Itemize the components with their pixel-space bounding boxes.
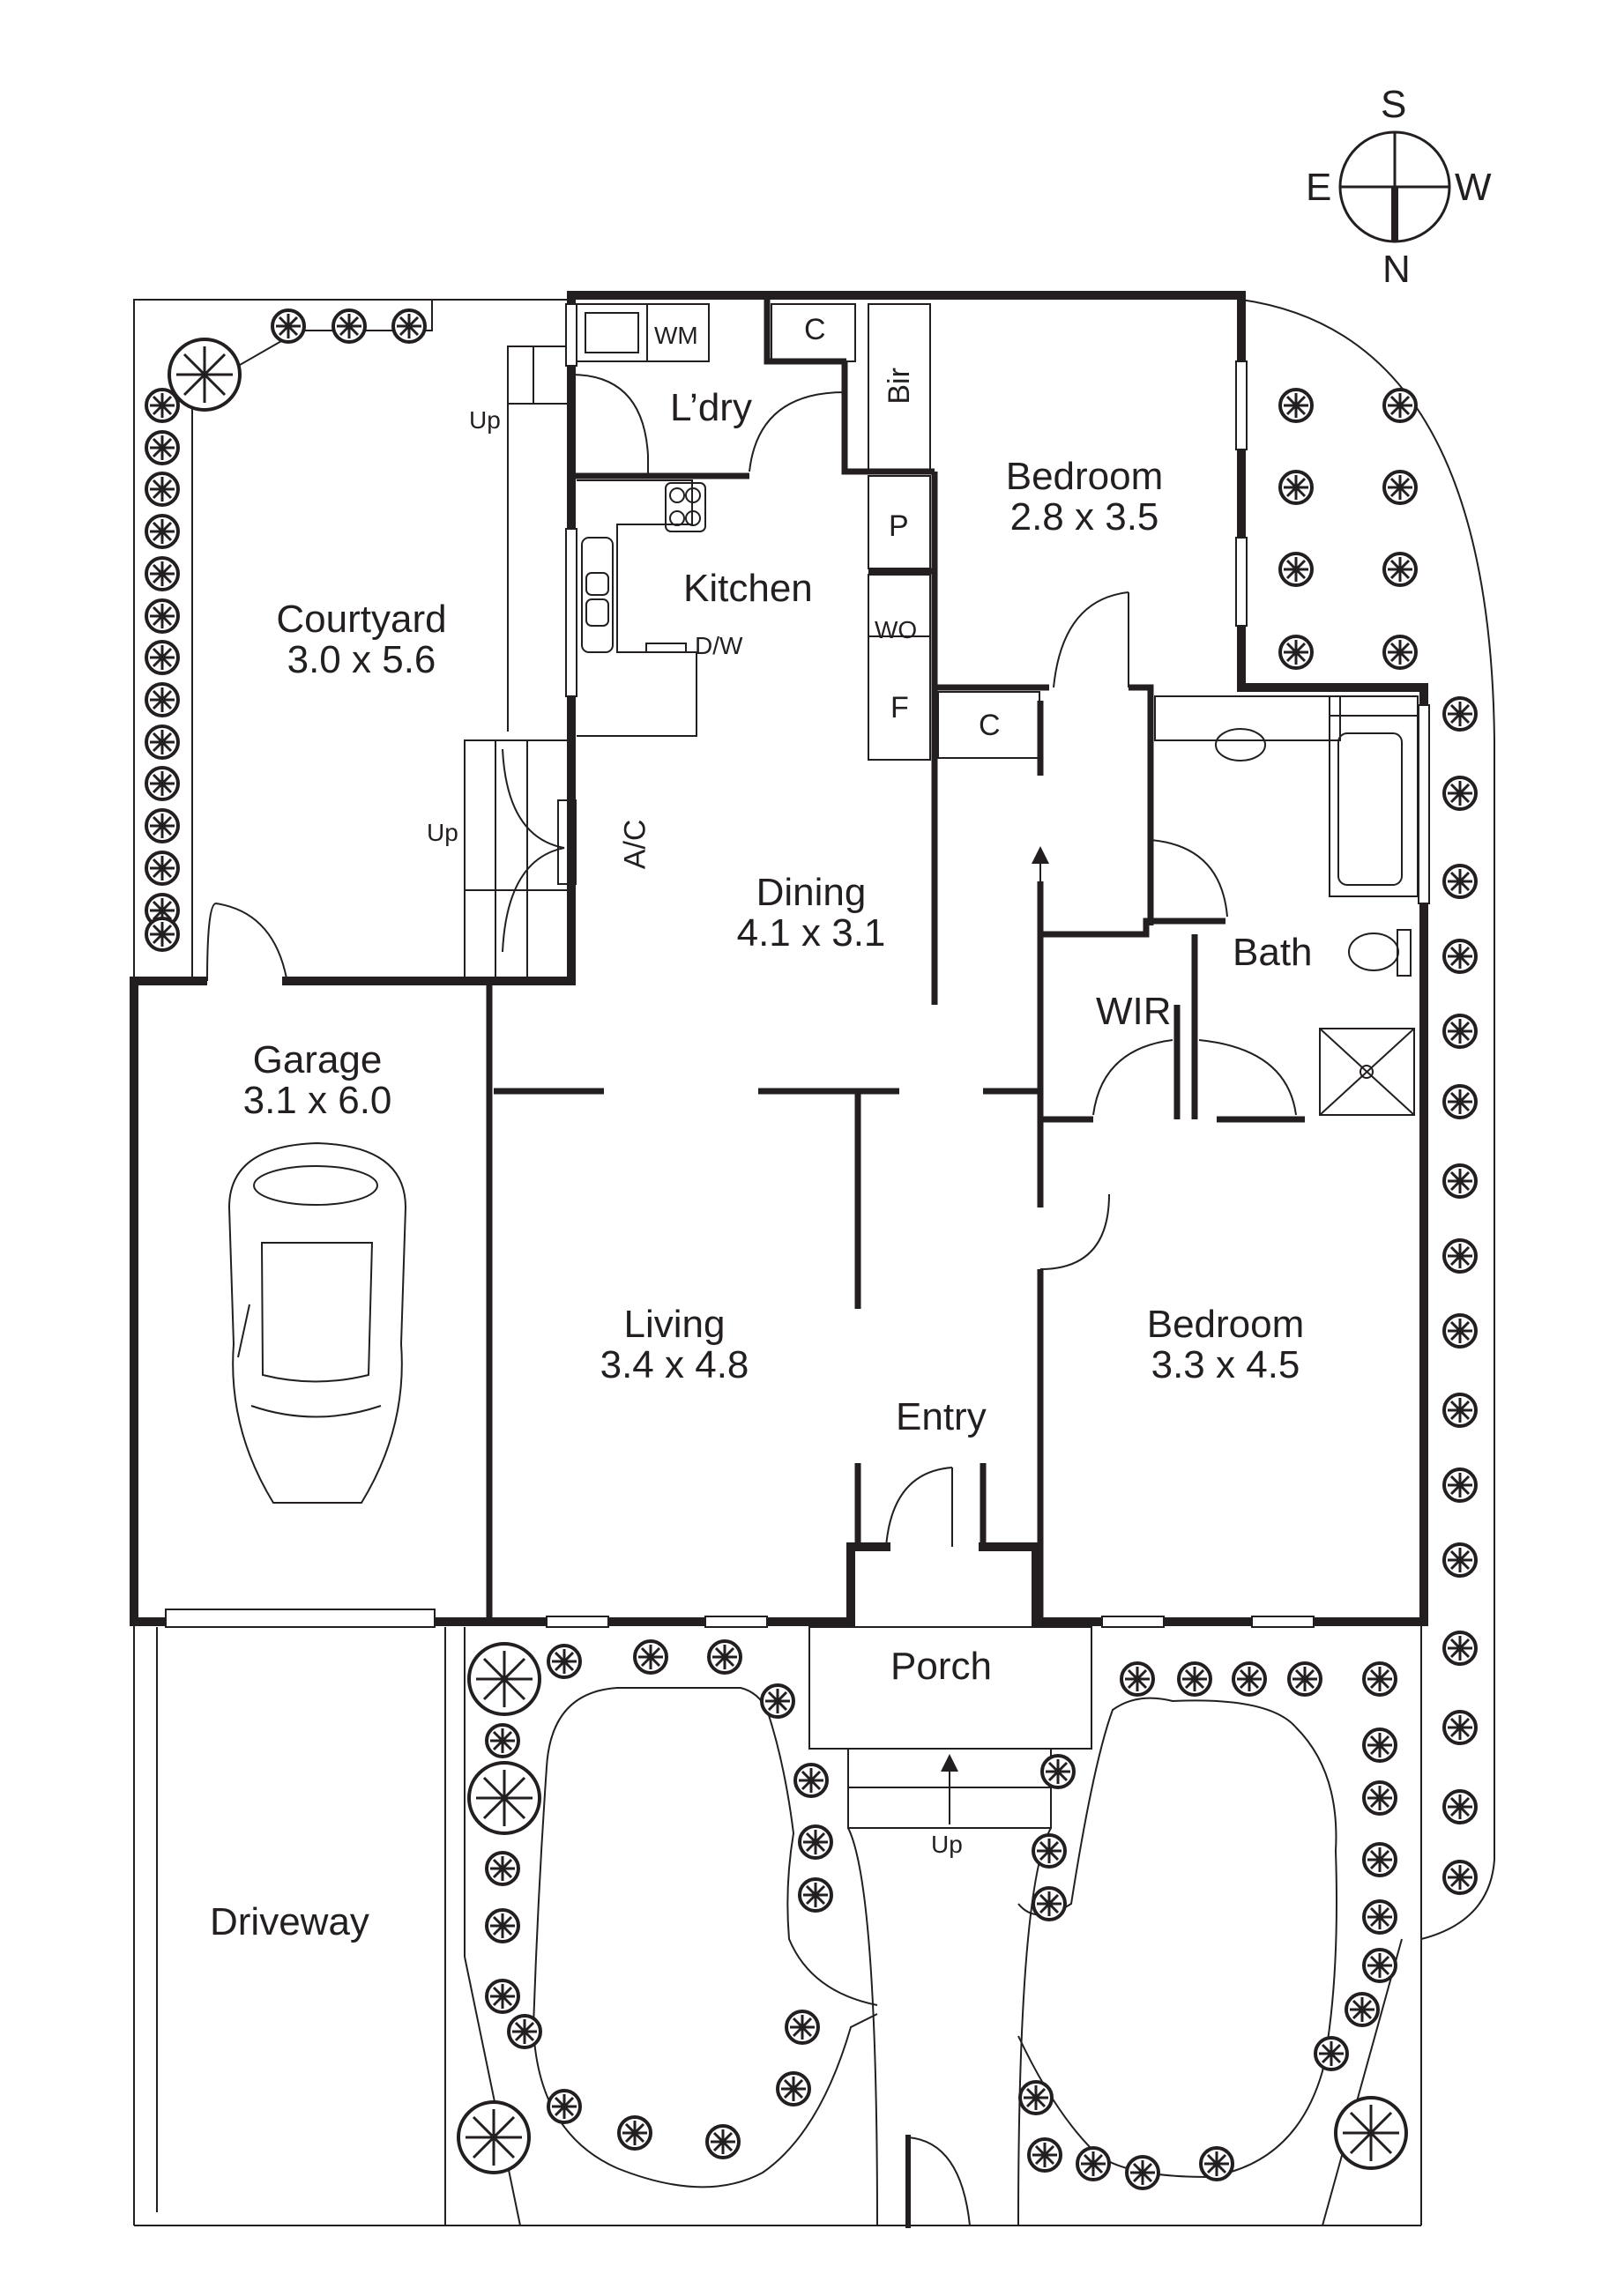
car-icon [227,1141,407,1504]
compass-west: W [1455,166,1492,209]
garden-beds [156,1627,1422,2226]
dining-steps [464,739,571,978]
compass-north: N [1382,248,1411,291]
wall-oven-label: WO [875,616,918,643]
entry-label: Entry [896,1395,987,1438]
garage-label: Garage 3.1 x 6.0 [242,1038,392,1123]
compass-south: S [1381,83,1407,126]
bath-label: Bath [1233,931,1313,974]
wir-label: WIR [1096,990,1172,1033]
dishwasher-label: D/W [695,632,743,659]
air-conditioner-label: A/C [618,819,652,870]
laundry-step-label: Up [469,406,501,434]
exterior-walls [130,291,1428,1626]
compass-east: E [1306,166,1332,209]
laundry-label: L’dry [670,386,752,429]
fridge-label: F [890,691,909,724]
porch-label: Porch [890,1645,992,1688]
driveway-label: Driveway [210,1900,369,1943]
courtyard-label: Courtyard 3.0 x 5.6 [276,598,447,682]
bedroom1-label: Bedroom 2.8 x 3.5 [1005,455,1164,539]
compass-icon [1338,130,1451,243]
porch-area [808,1626,1092,2226]
pantry-label: P [889,509,909,543]
interior-walls [494,300,1305,1622]
porch-step-label: Up [931,1831,963,1858]
kitchen-label: Kitchen [683,567,813,610]
door-swings [206,374,1297,2228]
living-label: Living 3.4 x 4.8 [600,1303,749,1387]
laundry-steps [507,346,570,732]
fixtures [557,303,1419,1116]
laundry-cupboard-label: C [804,313,826,346]
dining-label: Dining 4.1 x 3.1 [736,871,886,955]
windows [165,303,1430,1628]
hall-cupboard-label: C [979,709,1001,742]
built-in-robe-label: Bir [882,368,916,405]
dining-step-label: Up [427,819,458,846]
washing-machine-label: WM [654,322,698,349]
bedroom2-label: Bedroom 3.3 x 4.5 [1146,1303,1305,1387]
